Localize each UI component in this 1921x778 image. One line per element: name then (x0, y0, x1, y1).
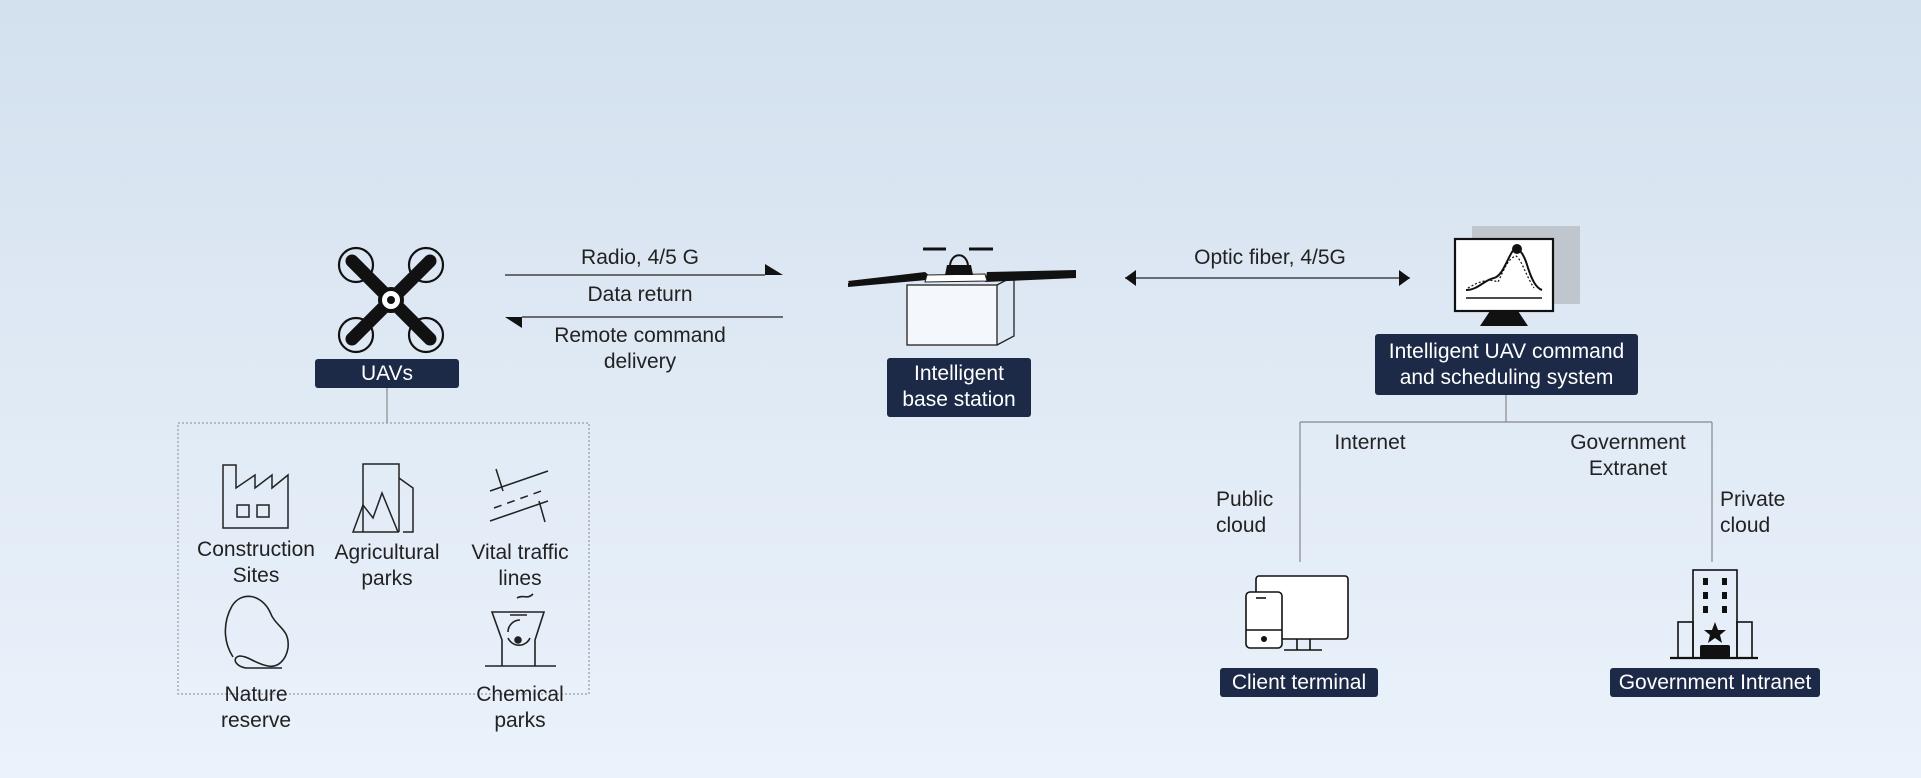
government-intranet-label: Government Intranet (1610, 668, 1820, 697)
agricultural-parks-label: Agricultural parks (334, 541, 440, 590)
construction-sites-label: Construction Sites (197, 538, 315, 587)
optic-fiber-label: Optic fiber, 4/5G (1194, 246, 1346, 269)
private-cloud-label: Private cloud (1720, 488, 1786, 537)
radio-label: Radio, 4/5 G (581, 246, 699, 269)
nature-reserve-label: Nature reserve (220, 683, 292, 732)
internet-label: Internet (1334, 431, 1406, 454)
applications-box (177, 422, 590, 695)
optic-left-arrowhead (1125, 270, 1136, 286)
government-extranet-label: Government Extranet (1570, 431, 1686, 480)
uav-label: UAVs (315, 359, 459, 388)
public-cloud-label: Public cloud (1216, 488, 1274, 537)
base-station-label: Intelligent base station (887, 358, 1031, 417)
chemical-parks-label: Chemical parks (476, 683, 564, 732)
data-return-arrowhead (505, 317, 522, 328)
system-label: Intelligent UAV command and scheduling s… (1375, 334, 1638, 395)
radio-arrowhead (765, 264, 783, 275)
remote-command-label: Remote command delivery (554, 324, 726, 373)
data-return-label: Data return (587, 283, 693, 306)
optic-right-arrowhead (1399, 270, 1410, 286)
vital-traffic-lines-label: Vital traffic lines (471, 541, 569, 590)
client-terminal-label: Client terminal (1220, 668, 1378, 697)
